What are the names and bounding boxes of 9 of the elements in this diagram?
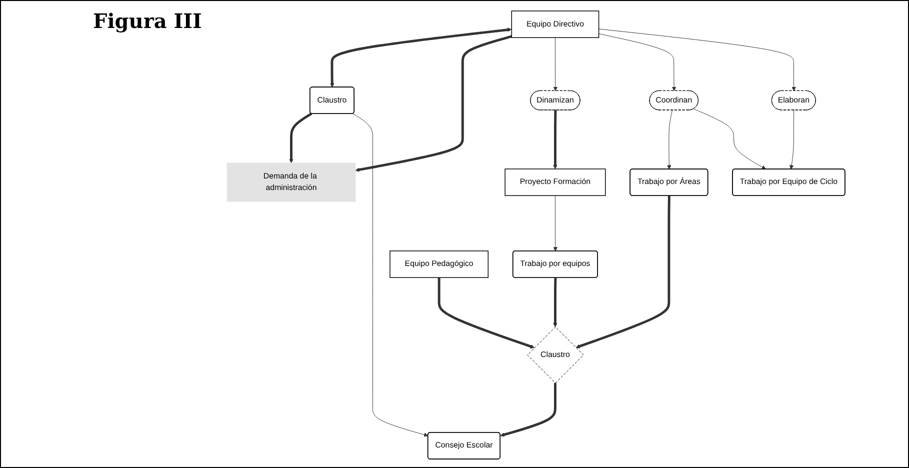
arrow [355,35,512,172]
arrow [330,28,512,88]
figure-title: Figura III [93,9,202,33]
arrow [289,112,312,164]
arrow [553,110,558,170]
arrow [438,278,535,348]
arrow [576,196,670,348]
arrow [500,383,556,437]
arrow [553,278,558,328]
